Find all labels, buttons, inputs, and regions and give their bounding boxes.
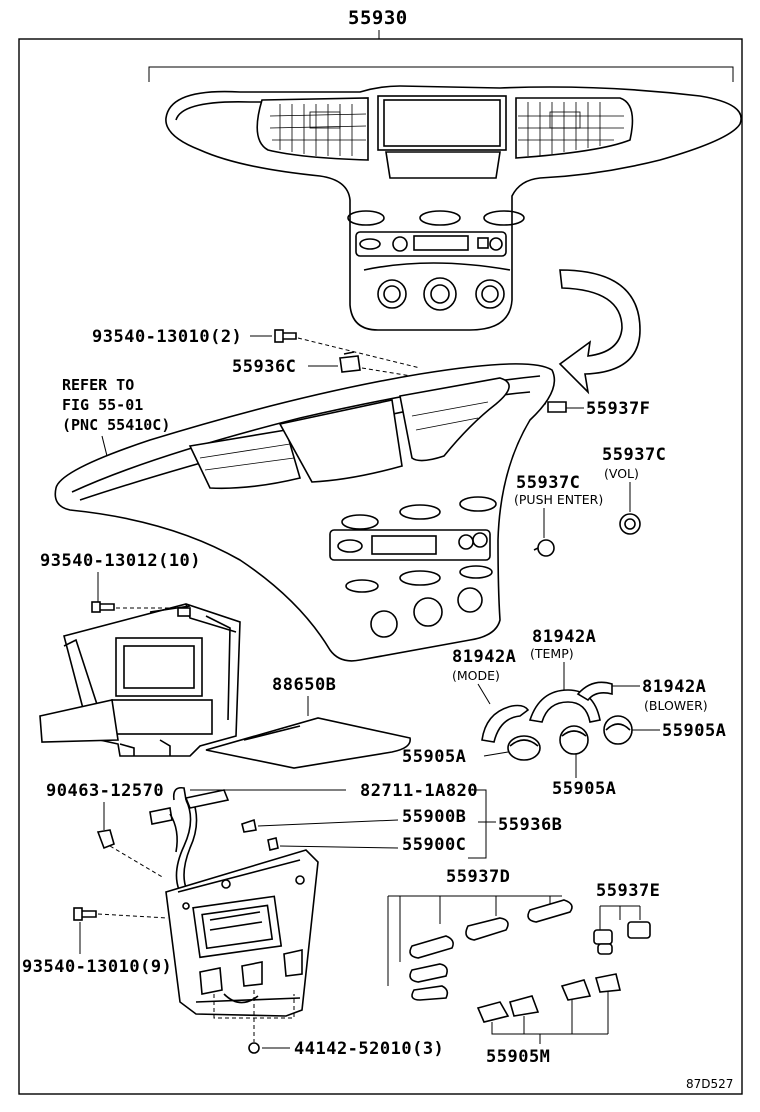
label-55936c: 55936C [232,357,296,377]
screw-low-icon [73,907,97,921]
label-screw-low: 93540-13010(9) [22,957,172,977]
label-82711: 82711-1A820 [360,781,478,801]
nut-icon [248,1042,260,1054]
knob-m-set-icon [476,973,622,1023]
clamp-icon [96,829,115,850]
label-55937e: 55937E [596,881,660,901]
upper-console-assembly [165,85,742,331]
clip-icon [547,401,567,413]
label-55905a-center: 55905A [552,779,616,799]
ring-mode-icon [481,704,530,743]
screw-mid-icon [91,601,115,613]
label-55937d: 55937D [446,867,510,887]
label-screw-mid: 93540-13012(10) [40,551,201,571]
refer-line-2: FIG 55-01 [62,396,143,414]
label-55905a-left: 55905A [402,747,466,767]
knob-center-icon [559,725,589,755]
label-55936b: 55936B [498,815,562,835]
ring-temp-icon [528,689,601,723]
label-55930: 55930 [348,7,408,29]
label-screw-top: 93540-13010(2) [92,327,242,347]
label-55937f: 55937F [586,399,650,419]
label-55905m: 55905M [486,1047,550,1067]
label-90463: 90463-12570 [46,781,164,801]
note-push-enter: (PUSH ENTER) [514,492,603,507]
refer-line-1: REFER TO [62,376,134,394]
diagram-border [18,38,743,1095]
wire-harness [149,789,230,897]
knob-vol-icon [619,513,641,535]
screw-icon [274,329,297,343]
center-cluster-panel [54,363,556,662]
assembly-arrow [558,269,641,395]
mounting-bracket [39,603,241,757]
label-55900c: 55900C [402,835,466,855]
label-81942a-blower: 81942A [642,677,706,697]
pad-icon [205,717,411,769]
label-81942a-mode: 81942A [452,647,516,667]
figure-code: 87D527 [686,1077,733,1091]
knob-push-icon [533,539,555,557]
bulb-c-icon [267,837,279,851]
knob-left-icon [507,735,541,761]
clamp-small-icon [172,786,187,801]
bulb-b-icon [241,818,257,833]
label-55937c-vol: 55937C [602,445,666,465]
note-vol: (VOL) [604,466,639,481]
label-88650b: 88650B [272,675,336,695]
knob-right-icon [603,715,633,745]
bracket-icon [339,351,361,373]
control-unit [165,849,319,1017]
ring-blower-icon [576,681,613,702]
note-temp: (TEMP) [530,646,574,661]
label-55905a-right: 55905A [662,721,726,741]
label-44142: 44142-52010(3) [294,1039,444,1059]
label-55900b: 55900B [402,807,466,827]
button-small-set-icon [593,921,651,955]
label-81942a-temp: 81942A [532,627,596,647]
label-55937c-push: 55937C [516,473,580,493]
assembly-bracket [148,66,734,82]
refer-line-3: (PNC 55410C) [62,416,170,434]
button-set-icon [409,899,573,1001]
note-blower: (BLOWER) [644,698,708,713]
note-mode: (MODE) [452,668,500,683]
